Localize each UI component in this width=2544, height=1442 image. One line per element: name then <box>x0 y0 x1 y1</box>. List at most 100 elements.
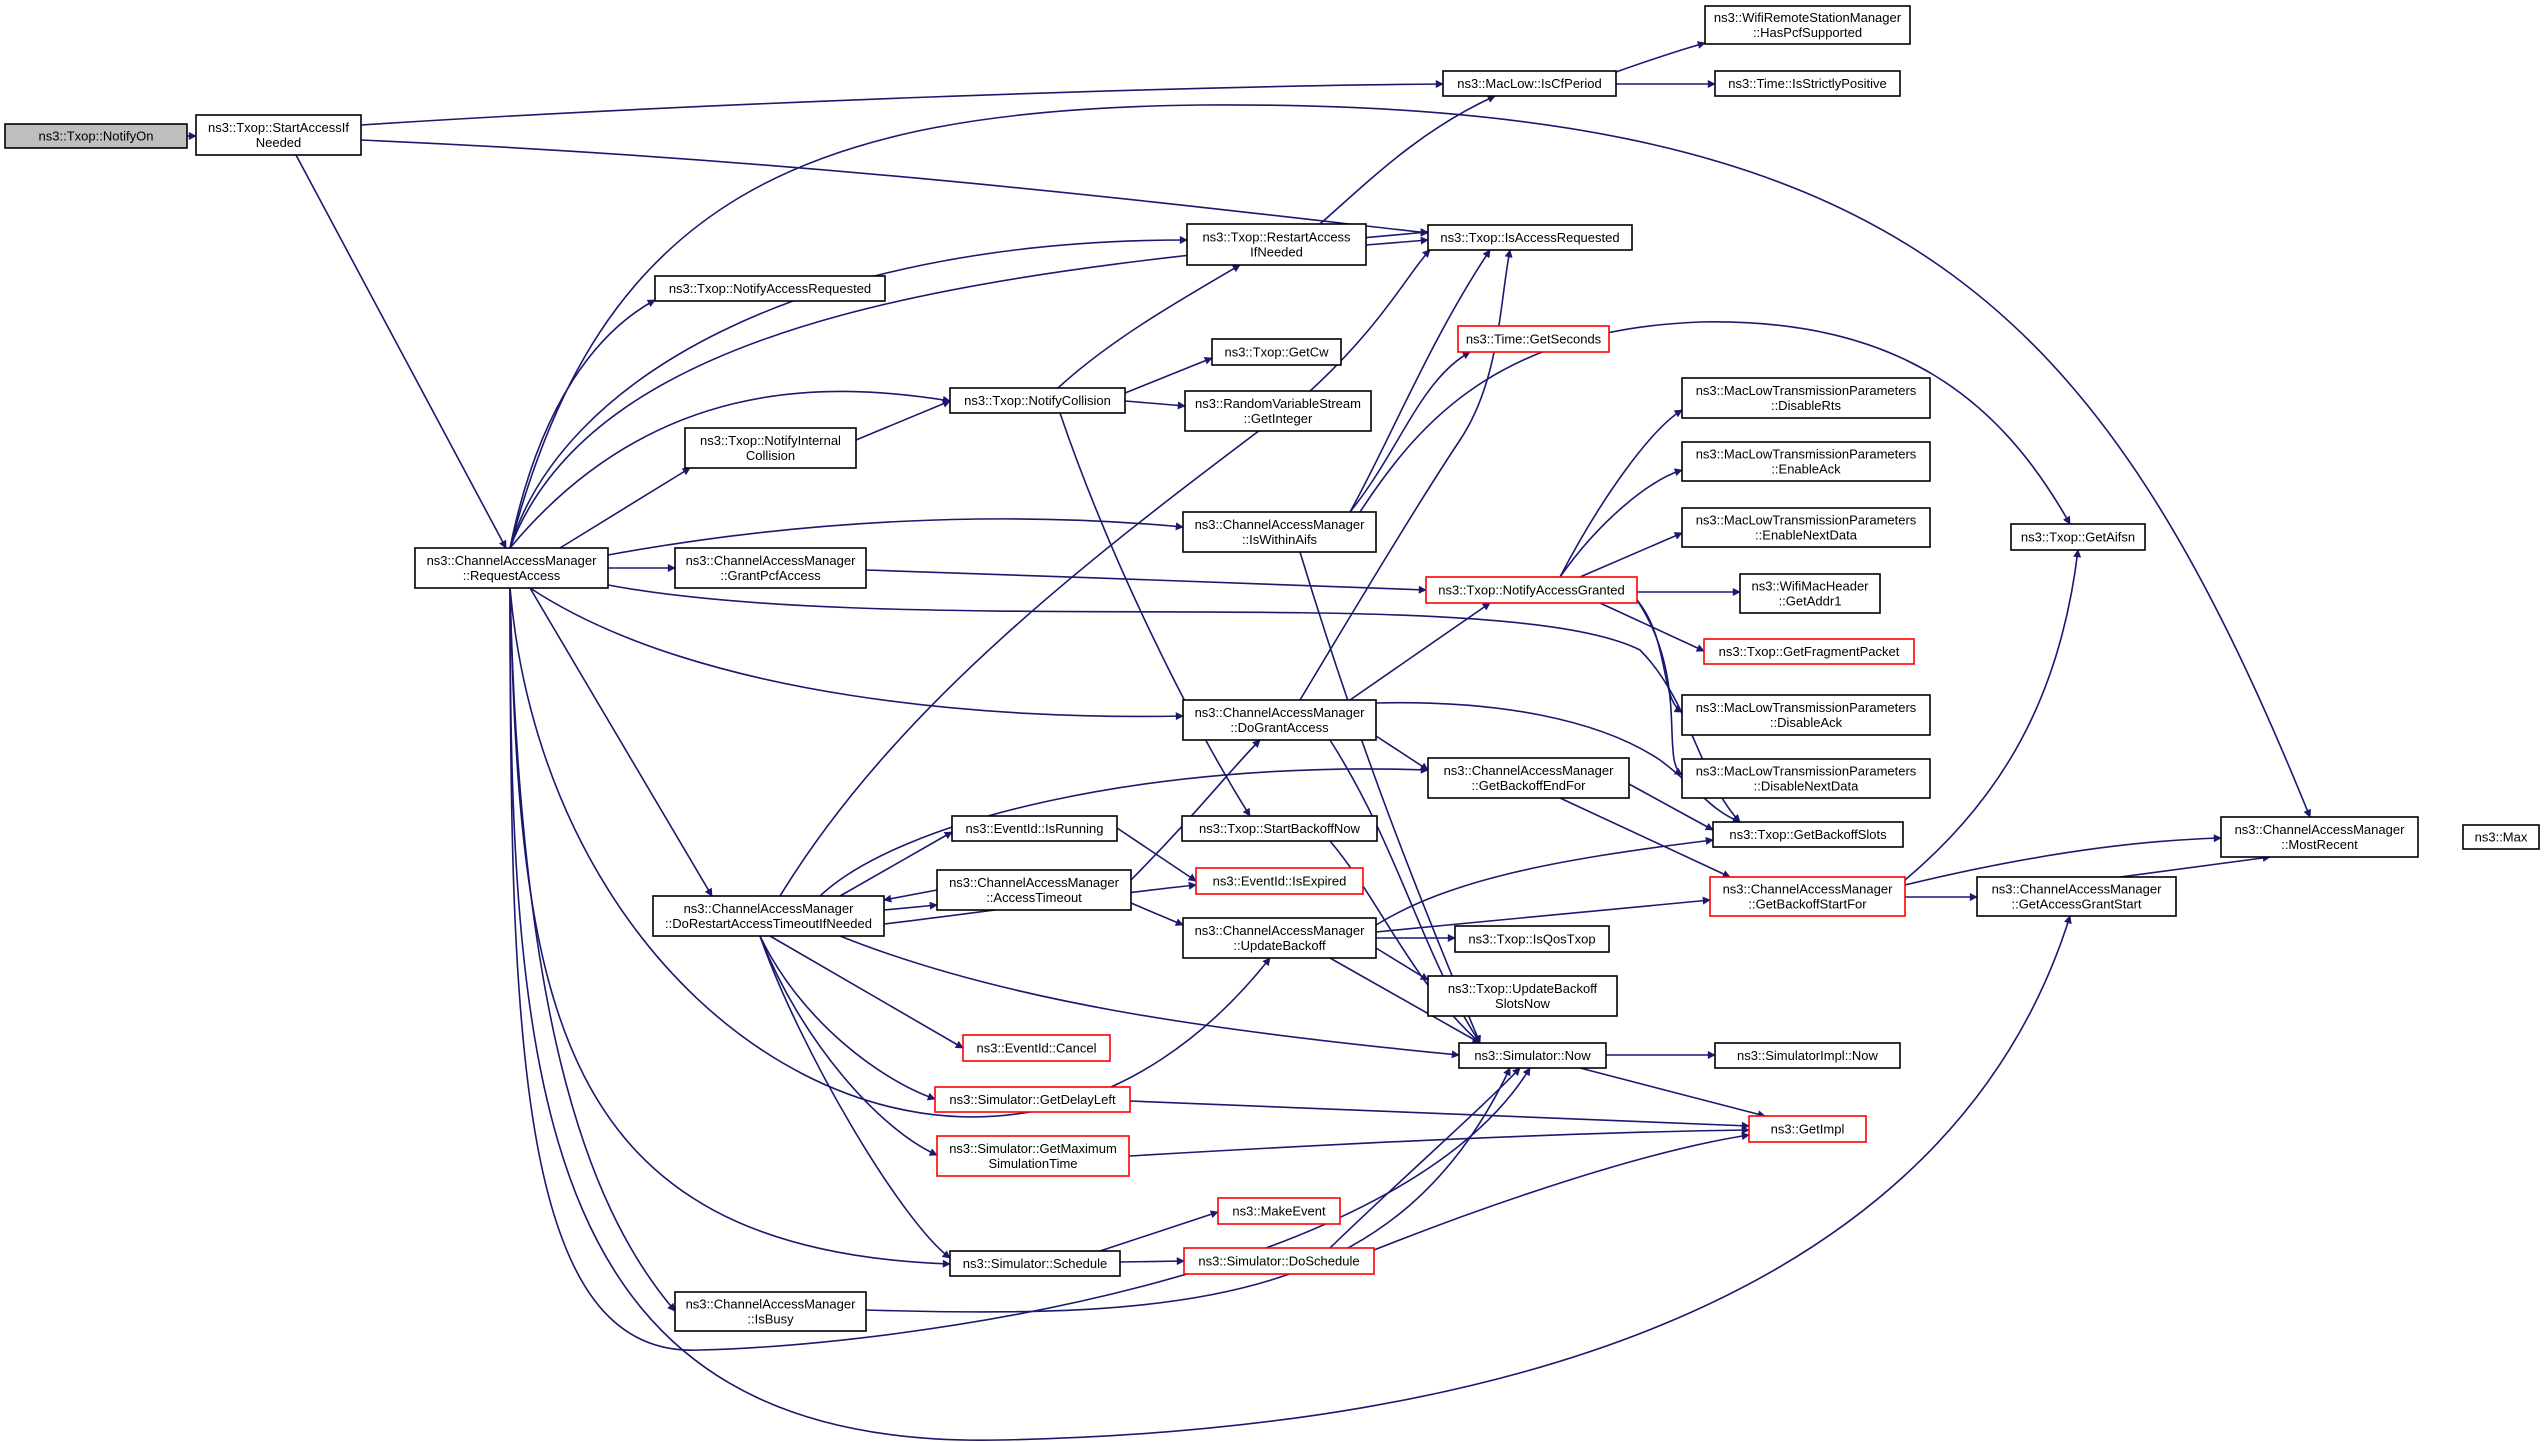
edge-n10-to-n28 <box>1059 412 1251 817</box>
function-node[interactable]: ns3::Simulator::DoSchedule <box>1183 1247 1375 1275</box>
function-node[interactable]: ns3::Txop::NotifyAccessRequested <box>654 275 886 302</box>
function-node[interactable]: ns3::Simulator::Schedule <box>949 1250 1121 1277</box>
function-node[interactable]: ns3::ChannelAccessManager::DoRestartAcce… <box>652 895 885 937</box>
function-node[interactable]: ns3::Txop::GetBackoffSlots <box>1712 821 1904 848</box>
edge-n34-to-n32 <box>883 901 938 911</box>
node-box <box>2220 816 2419 858</box>
edge-n10-to-n11 <box>1124 400 1186 410</box>
function-node[interactable]: ns3::Txop::GetAifsn <box>2010 523 2146 551</box>
function-node[interactable]: ns3::ChannelAccessManager::RequestAccess <box>414 547 609 589</box>
edge-n18-to-n12 <box>559 467 691 549</box>
call-arrow <box>1375 735 1429 771</box>
call-arrow <box>1129 1100 1750 1130</box>
node-box <box>1739 573 1881 614</box>
call-arrow <box>759 935 951 1259</box>
node-label: ns3::ChannelAccessManager <box>1195 923 1365 938</box>
call-arrow <box>529 587 1184 721</box>
node-box <box>1681 441 1931 482</box>
call-arrow <box>819 765 1429 897</box>
function-node[interactable]: ns3::Txop::GetFragmentPacket <box>1703 638 1915 665</box>
node-label: ns3::ChannelAccessManager <box>684 901 854 916</box>
edge-n48-to-n46 <box>1099 1210 1219 1252</box>
edge-n34-to-n48 <box>759 935 951 1259</box>
node-box <box>1714 1042 1901 1069</box>
function-node[interactable]: ns3::MacLowTransmissionParameters::Disab… <box>1681 377 1931 419</box>
function-node[interactable]: ns3::SimulatorImpl::Now <box>1714 1042 1901 1069</box>
function-node[interactable]: ns3::MacLowTransmissionParameters::Enabl… <box>1681 507 1931 548</box>
node-label: ns3::MacLowTransmissionParameters <box>1696 764 1917 779</box>
node-label: ns3::MakeEvent <box>1232 1204 1326 1219</box>
edge-n23-to-n20 <box>1349 602 1491 701</box>
function-node[interactable]: ns3::ChannelAccessManager::GetBackoffSta… <box>1709 876 1906 917</box>
function-node[interactable]: ns3::ChannelAccessManager::GetAccessGran… <box>1976 876 2177 917</box>
node-label: ns3::MacLowTransmissionParameters <box>1696 513 1917 528</box>
edge-n18-to-n10 <box>509 390 951 549</box>
node-label: ns3::Simulator::Schedule <box>963 1256 1108 1271</box>
edge-n12-to-n10 <box>855 400 951 441</box>
function-node[interactable]: ns3::MacLowTransmissionParameters::Disab… <box>1681 758 1931 799</box>
function-node[interactable]: ns3::ChannelAccessManager::IsBusy <box>674 1291 867 1332</box>
function-node[interactable]: ns3::MacLowTransmissionParameters::Disab… <box>1681 694 1931 736</box>
edge-n18-to-n49 <box>509 587 676 1312</box>
function-node[interactable]: ns3::Time::IsStrictlyPositive <box>1714 70 1901 97</box>
function-node[interactable]: ns3::ChannelAccessManager::DoGrantAccess <box>1182 699 1377 741</box>
node-box <box>962 1034 1111 1062</box>
function-node[interactable]: ns3::Txop::NotifyCollision <box>949 387 1126 414</box>
function-node[interactable]: ns3::EventId::IsRunning <box>951 815 1118 842</box>
node-label: ns3::Simulator::GetDelayLeft <box>949 1092 1116 1107</box>
function-node[interactable]: ns3::ChannelAccessManager::GrantPcfAcces… <box>674 547 867 589</box>
function-node[interactable]: ns3::WifiRemoteStationManager::HasPcfSup… <box>1704 5 1911 45</box>
node-box <box>1181 815 1378 842</box>
call-arrow <box>1130 739 1261 881</box>
function-node[interactable]: ns3::ChannelAccessManager::GetBackoffEnd… <box>1427 757 1630 799</box>
function-node[interactable]: ns3::MacLow::IsCfPeriod <box>1442 70 1617 97</box>
node-label: ::EnableAck <box>1771 462 1841 477</box>
call-arrow <box>759 935 936 1101</box>
function-node[interactable]: ns3::Simulator::GetDelayLeft <box>934 1086 1131 1113</box>
edge-n17-to-n8 <box>1349 351 1471 513</box>
function-node[interactable]: ns3::Txop::GetCw <box>1211 338 1342 366</box>
node-box <box>1454 925 1610 953</box>
function-node[interactable]: ns3::ChannelAccessManager::UpdateBackoff <box>1182 917 1377 959</box>
call-arrow <box>1359 321 2071 525</box>
node-box <box>1681 507 1931 548</box>
function-node[interactable]: ns3::EventId::IsExpired <box>1195 867 1364 895</box>
edge-n34-to-n25 <box>819 765 1429 897</box>
call-arrow <box>769 935 964 1049</box>
call-arrow <box>1349 249 1491 513</box>
function-node[interactable]: ns3::ChannelAccessManager::IsWithinAifs <box>1182 511 1377 553</box>
function-node[interactable]: ns3::GetImpl <box>1748 1115 1867 1143</box>
node-label: ::GetBackoffEndFor <box>1472 778 1587 793</box>
node-box <box>1681 758 1931 799</box>
function-node[interactable]: ns3::Txop::IsAccessRequested <box>1427 224 1633 251</box>
function-node[interactable]: ns3::WifiMacHeader::GetAddr1 <box>1739 573 1881 614</box>
function-node[interactable]: ns3::Txop::IsQosTxop <box>1454 925 1610 953</box>
function-node[interactable]: ns3::ChannelAccessManager::MostRecent <box>2220 816 2419 858</box>
call-arrow <box>839 935 1460 1059</box>
function-node[interactable]: ns3::Simulator::Now <box>1458 1042 1607 1069</box>
function-node[interactable]: ns3::ChannelAccessManager::AccessTimeout <box>936 869 1132 911</box>
call-arrow <box>509 104 2311 818</box>
function-node[interactable]: ns3::Txop::NotifyAccessGranted <box>1425 576 1638 604</box>
edge-n18-to-n36 <box>509 587 2072 1441</box>
node-box <box>2010 523 2146 551</box>
edge-n47-to-n41 <box>1329 1067 1521 1249</box>
function-node[interactable]: ns3::MacLowTransmissionParameters::Enabl… <box>1681 441 1931 482</box>
function-node[interactable]: ns3::Time::GetSeconds <box>1457 325 1610 353</box>
edge-n34-to-n5 <box>779 249 1431 897</box>
function-node[interactable]: ns3::Max <box>2462 824 2540 850</box>
function-node[interactable]: ns3::Txop::StartBackoffNow <box>1181 815 1378 842</box>
edge-n32-to-n37 <box>1130 902 1184 926</box>
edge-n28-to-n41 <box>1329 840 1481 1044</box>
node-box <box>1183 1247 1375 1275</box>
function-node[interactable]: ns3::MakeEvent <box>1217 1197 1341 1225</box>
edge-n23-to-n5 <box>1299 249 1513 701</box>
function-node[interactable]: ns3::EventId::Cancel <box>962 1034 1111 1062</box>
edge-n47-to-n44 <box>1373 1132 1750 1251</box>
function-node[interactable]: ns3::RandomVariableStream::GetInteger <box>1184 390 1372 432</box>
